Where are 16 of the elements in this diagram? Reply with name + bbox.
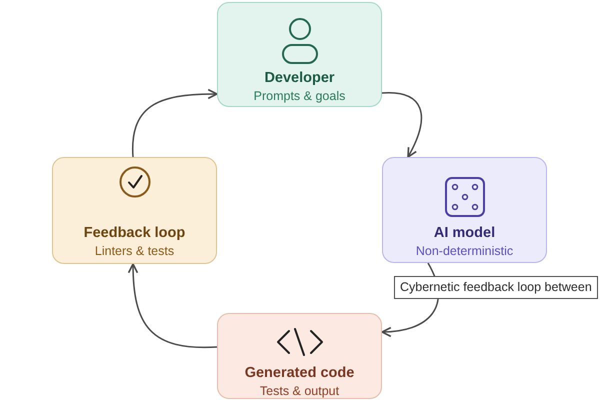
node-title: Generated code <box>244 364 354 383</box>
arrow <box>128 263 218 348</box>
node-title: Developer <box>264 69 335 88</box>
arrow <box>382 92 422 158</box>
node-title: Feedback loop <box>84 224 186 243</box>
process-box <box>52 157 217 264</box>
process-box <box>217 313 382 399</box>
arrow <box>132 88 218 157</box>
node-subtitle: Non-deterministic <box>416 243 514 259</box>
process-box <box>382 157 547 263</box>
tooltip: Cybernetic feedback loop between <box>394 276 598 299</box>
node-subtitle: Linters & tests <box>94 243 174 259</box>
process-box <box>217 2 382 107</box>
node-title: AI model <box>434 224 496 243</box>
node-subtitle: Prompts & goals <box>254 88 346 104</box>
node-subtitle: Tests & output <box>260 383 340 399</box>
